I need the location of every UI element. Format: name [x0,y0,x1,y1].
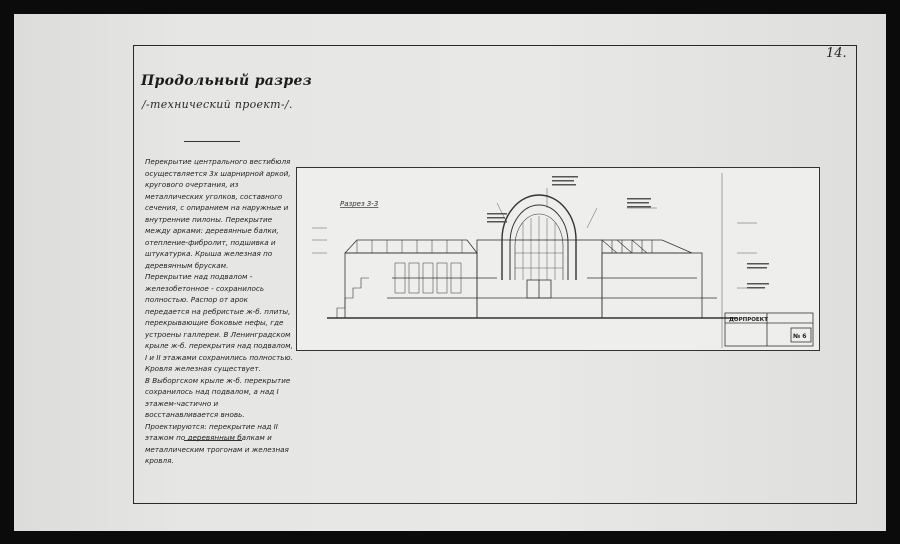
page-subtitle: /-технический проект-/. [142,98,293,111]
sheet-border [133,45,857,504]
page-number: 14. [826,46,847,61]
section-drawing-svg: Разрез 3-3 ДОРПРОЕКТ № 6 [312,173,814,348]
paragraph: Кровля железная существует. [145,364,261,373]
description-text: Перекрытие центрального вестибюля осущес… [145,156,293,467]
paragraph: В Выборгском крыле ж-б. перекрытие сохра… [145,375,291,420]
title-block-org: ДОРПРОЕКТ [729,317,768,323]
divider-top [184,141,240,143]
paragraph: Проектируются: перекрытие над II этажом … [145,421,289,466]
longitudinal-section-drawing: Разрез 3-3 ДОРПРОЕКТ № 6 [296,167,820,351]
sheet-number: № 6 [793,333,806,340]
paragraph: Перекрытие центрального вестибюля осущес… [145,157,291,270]
paragraph: Перекрытие над подвалом - железобетонное… [145,272,293,362]
divider-bottom [184,440,242,442]
section-label: Разрез 3-3 [340,200,378,208]
page-title: Продольный разрез [141,73,312,89]
